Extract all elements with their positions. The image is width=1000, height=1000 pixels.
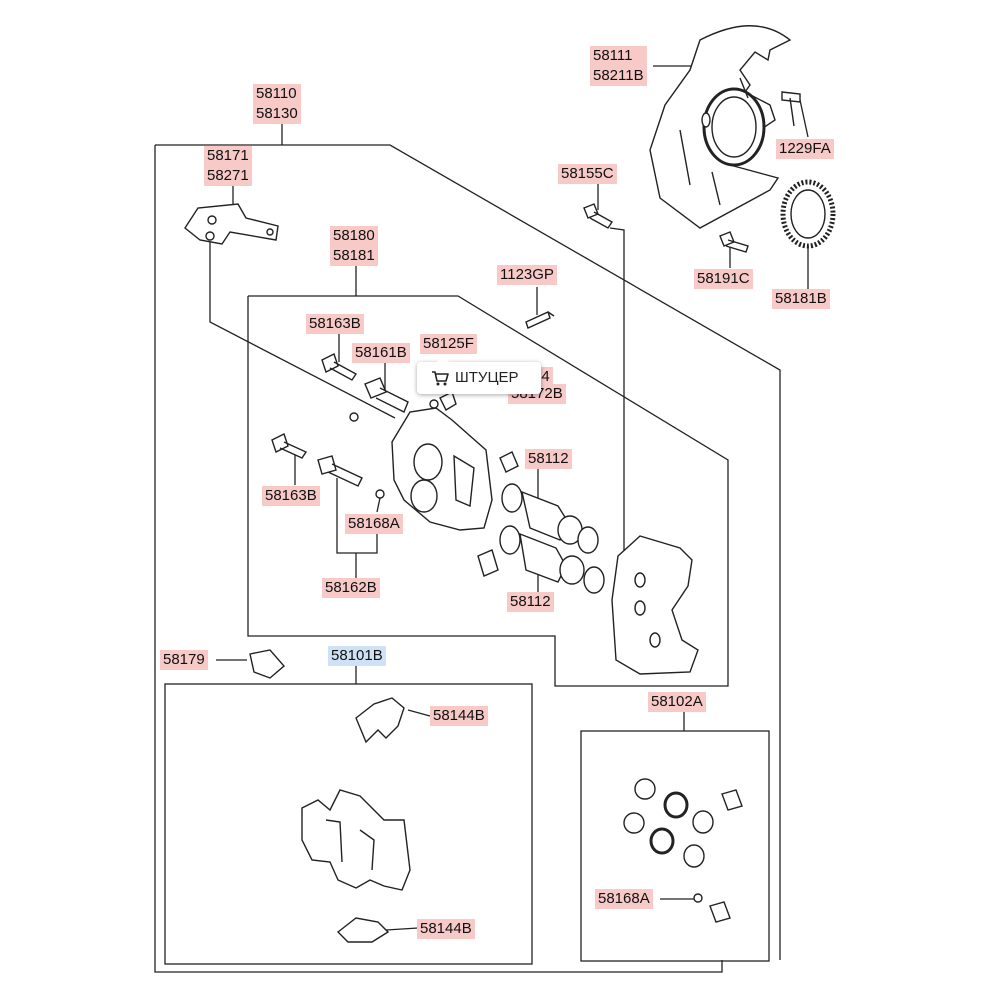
label-58144B-bottom[interactable]: 58144B: [417, 919, 475, 939]
bolt-part: [525, 311, 555, 329]
bolt-part: [781, 91, 801, 127]
bracket-part: [184, 203, 279, 245]
label-58112-top[interactable]: 58112: [525, 449, 572, 469]
label-58168A-mid[interactable]: 58168A: [345, 514, 403, 534]
brake-pad-part: [301, 789, 411, 891]
guide-pin-part: [364, 377, 409, 413]
label-58144B-top[interactable]: 58144B: [430, 706, 488, 726]
label-58163B-top[interactable]: 58163B: [306, 314, 364, 334]
label-1229FA[interactable]: 1229FA: [776, 139, 834, 159]
label-58162B[interactable]: 58162B: [322, 578, 380, 598]
bolt-part: [583, 203, 614, 229]
label-1123GP[interactable]: 1123GP: [497, 265, 557, 285]
label-58168A-kit[interactable]: 58168A: [595, 889, 653, 909]
bleeder-screw-part: [439, 391, 457, 411]
bolt-part: [321, 353, 358, 381]
label-58112-bottom[interactable]: 58112: [507, 592, 554, 612]
dust-boot-part: [499, 451, 519, 473]
bolt-part: [271, 433, 308, 459]
piston-part: [519, 532, 567, 583]
label-58161B[interactable]: 58161B: [352, 343, 410, 363]
label-58125F[interactable]: 58125F: [420, 334, 477, 354]
dust-boot-part: [477, 549, 499, 577]
label-58181B[interactable]: 58181B: [772, 289, 830, 309]
label-58102A[interactable]: 58102A: [648, 692, 706, 712]
sleeve-part: [249, 649, 285, 679]
tooltip-text: ШТУЦЕР: [455, 369, 519, 386]
anti-rattle-clip-part: [336, 917, 390, 943]
parts: [184, 25, 836, 943]
label-58191C[interactable]: 58191C: [694, 269, 753, 289]
label-58101B[interactable]: 58101B: [328, 646, 386, 666]
caliper-carrier-part: [611, 535, 699, 675]
anti-rattle-clip-part: [355, 697, 405, 744]
label-58155C[interactable]: 58155C: [558, 164, 617, 184]
caliper-body-part: [391, 407, 493, 531]
cart-icon: [432, 371, 449, 386]
label-58163B-bottom[interactable]: 58163B: [262, 486, 320, 506]
guide-pin-part: [317, 455, 363, 487]
bolt-part: [719, 231, 749, 253]
label-58179[interactable]: 58179: [160, 650, 208, 670]
part-tooltip[interactable]: ШТУЦЕР: [417, 356, 541, 394]
